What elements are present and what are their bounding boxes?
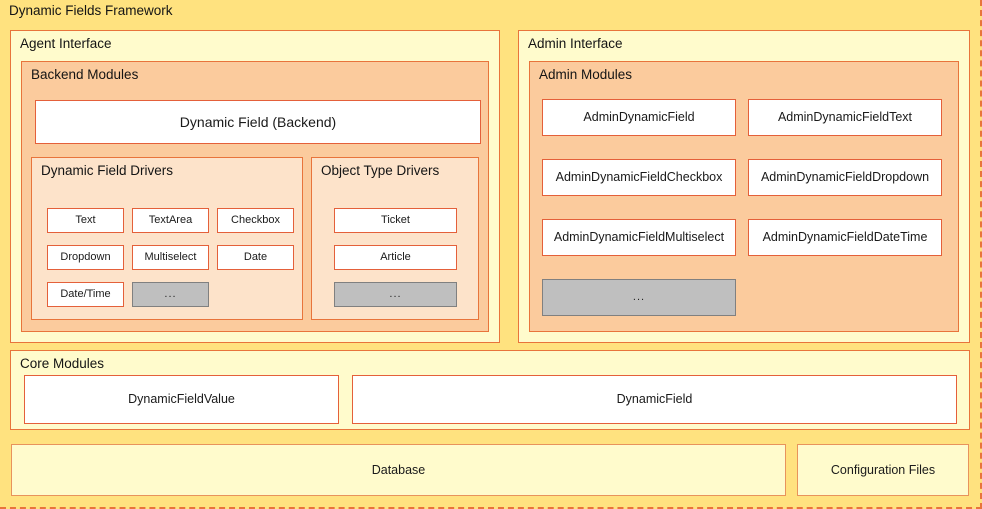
- driver-box-text[interactable]: Text: [47, 208, 124, 233]
- admin-module-box-dynamicfielddropdown[interactable]: AdminDynamicFieldDropdown: [748, 159, 942, 196]
- driver-box-more[interactable]: ...: [132, 282, 209, 307]
- core-module-box-dynamicfieldvalue[interactable]: DynamicFieldValue: [24, 375, 339, 424]
- object-type-drivers-title: Object Type Drivers: [321, 163, 440, 178]
- driver-box-textarea[interactable]: TextArea: [132, 208, 209, 233]
- admin-module-box-dynamicfield[interactable]: AdminDynamicField: [542, 99, 736, 136]
- object-type-box-ticket[interactable]: Ticket: [334, 208, 457, 233]
- admin-module-box-dynamicfieldtext[interactable]: AdminDynamicFieldText: [748, 99, 942, 136]
- core-module-box-dynamicfield[interactable]: DynamicField: [352, 375, 957, 424]
- admin-module-box-more[interactable]: ...: [542, 279, 736, 316]
- admin-module-box-dynamicfieldmultiselect[interactable]: AdminDynamicFieldMultiselect: [542, 219, 736, 256]
- admin-module-box-dynamicfieldcheckbox[interactable]: AdminDynamicFieldCheckbox: [542, 159, 736, 196]
- driver-box-multiselect[interactable]: Multiselect: [132, 245, 209, 270]
- admin-module-box-dynamicfielddatetime[interactable]: AdminDynamicFieldDateTime: [748, 219, 942, 256]
- driver-box-checkbox[interactable]: Checkbox: [217, 208, 294, 233]
- core-modules-title: Core Modules: [20, 356, 105, 371]
- backend-modules-title: Backend Modules: [31, 67, 139, 82]
- configuration-files-box[interactable]: Configuration Files: [797, 444, 969, 496]
- admin-modules-title: Admin Modules: [539, 67, 633, 82]
- object-type-box-more[interactable]: ...: [334, 282, 457, 307]
- framework-title: Dynamic Fields Framework: [9, 3, 173, 18]
- object-type-box-article[interactable]: Article: [334, 245, 457, 270]
- driver-box-date-time[interactable]: Date/Time: [47, 282, 124, 307]
- admin-interface-title: Admin Interface: [528, 36, 623, 51]
- driver-box-dropdown[interactable]: Dropdown: [47, 245, 124, 270]
- dynamic-field-drivers-title: Dynamic Field Drivers: [41, 163, 174, 178]
- agent-interface-title: Agent Interface: [20, 36, 112, 51]
- dynamic-field-backend-box[interactable]: Dynamic Field (Backend): [35, 100, 481, 144]
- database-box[interactable]: Database: [11, 444, 786, 496]
- driver-box-date[interactable]: Date: [217, 245, 294, 270]
